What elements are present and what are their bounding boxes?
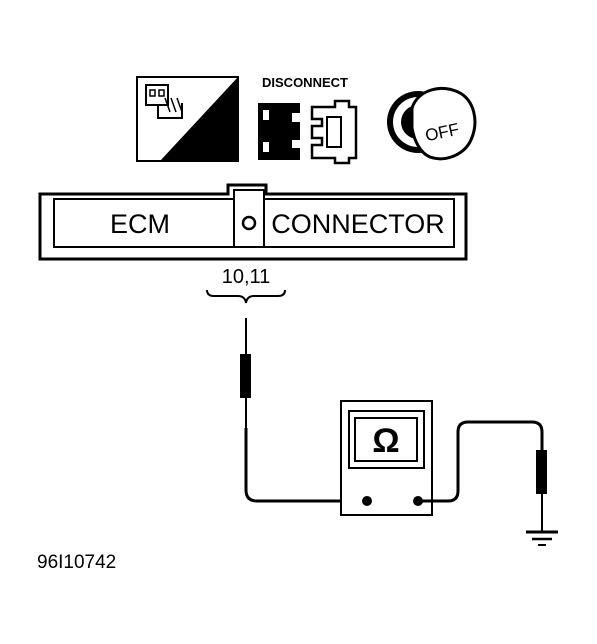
connector-right-label: CONNECTOR [271, 209, 445, 239]
disconnect-connector-icon: DISCONNECT [258, 75, 358, 165]
harness-side-connector-icon: H.S. [136, 76, 239, 162]
ignition-key-off-icon: OFF [387, 87, 477, 161]
ecm-connector: ECM CONNECTOR [38, 183, 468, 261]
terminal-bracket [206, 289, 286, 304]
test-probe-right [418, 420, 547, 532]
figure-id: 96I10742 [37, 552, 116, 573]
connector-terminal-marker [241, 215, 257, 231]
ground-icon [526, 530, 558, 546]
test-probe-left [240, 318, 367, 503]
ohmmeter-icon: Ω [340, 400, 433, 516]
connector-left-label: ECM [110, 209, 170, 239]
meter-terminal-left [362, 496, 372, 506]
terminal-number-label: 10,11 [222, 266, 271, 288]
ohm-symbol: Ω [372, 422, 399, 460]
disconnect-label: DISCONNECT [262, 75, 348, 90]
harness-side-label: H.S. [185, 140, 222, 161]
